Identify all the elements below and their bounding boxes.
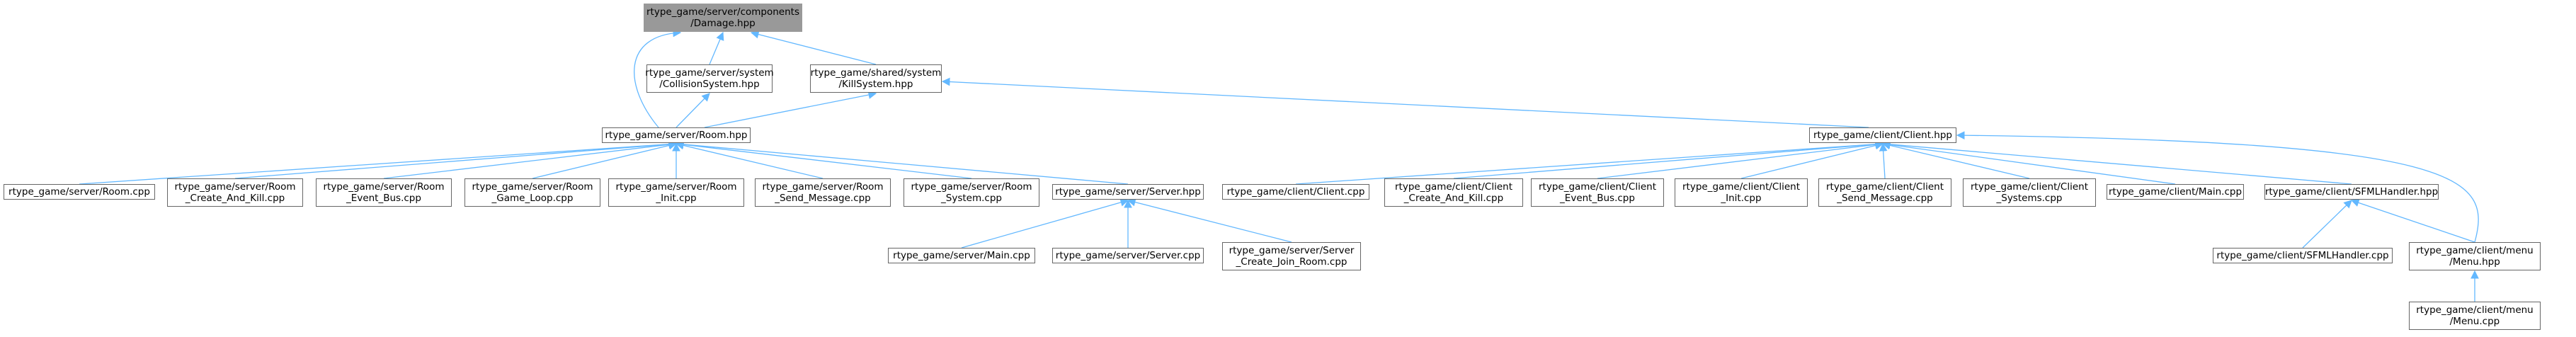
node-sfml-handler-cpp[interactable]: rtype_game/client/SFMLHandler.cpp: [2213, 248, 2393, 263]
node-collision-system-hpp[interactable]: rtype_game/server/system /CollisionSyste…: [645, 64, 774, 93]
node-server-hpp[interactable]: rtype_game/server/Server.hpp: [1052, 184, 1204, 200]
edge-room-to-kill: [704, 91, 877, 128]
node-room-send-message-cpp[interactable]: rtype_game/server/Room _Send_Message.cpp: [755, 178, 891, 207]
node-client-event-bus-cpp[interactable]: rtype_game/client/Client _Event_Bus.cpp: [1531, 178, 1664, 207]
edge-server_join-to-server: [1127, 198, 1292, 243]
node-client-create-and-kill-cpp[interactable]: rtype_game/client/Client _Create_And_Kil…: [1384, 178, 1523, 207]
edge-menu-to-sfml: [2350, 198, 2475, 243]
edge-client_event-to-client: [1597, 140, 1884, 179]
node-room-system-cpp[interactable]: rtype_game/server/Room _System.cpp: [904, 178, 1039, 207]
node-kill-system-hpp[interactable]: rtype_game/shared/system /KillSystem.hpp: [810, 64, 942, 93]
node-sfml-handler-hpp[interactable]: rtype_game/client/SFMLHandler.hpp: [2264, 184, 2439, 200]
edge-client_systems-to-client: [1881, 141, 2030, 179]
edge-room_cpp-to-room: [79, 139, 678, 185]
edge-room_loop-to-room: [532, 141, 678, 179]
edge-room-to-damage: [634, 28, 682, 128]
edge-room_create-to-room: [234, 139, 678, 179]
edge-room_system-to-room: [675, 140, 972, 179]
node-client-hpp[interactable]: rtype_game/client/Client.hpp: [1809, 127, 1956, 143]
edge-room_send-to-room: [675, 141, 823, 179]
edge-server_main-to-server: [961, 198, 1129, 249]
node-room-create-and-kill-cpp[interactable]: rtype_game/server/Room _Create_And_Kill.…: [167, 178, 303, 207]
edge-client_init-to-client: [1740, 141, 1884, 179]
node-client-systems-cpp[interactable]: rtype_game/client/Client _Systems.cpp: [1963, 178, 2096, 207]
node-server-main-cpp[interactable]: rtype_game/server/Main.cpp: [888, 248, 1035, 263]
edge-kill-to-damage: [750, 30, 877, 65]
edge-client-to-kill: [941, 77, 1869, 128]
edge-room-to-collision: [676, 93, 710, 128]
edge-room_event-to-room: [383, 140, 678, 179]
edge-sfml_cpp-to-sfml: [2302, 200, 2352, 249]
edge-client_create-to-client: [1453, 140, 1884, 179]
node-client-cpp[interactable]: rtype_game/client/Client.cpp: [1222, 184, 1369, 200]
node-room-game-loop-cpp[interactable]: rtype_game/server/Room _Game_Loop.cpp: [465, 178, 600, 207]
edge-collision-to-damage: [709, 31, 724, 65]
edges: [79, 28, 2479, 302]
edge-client_send-to-client: [1879, 142, 1888, 179]
node-damage-hpp: rtype_game/server/components /Damage.hpp: [644, 4, 802, 32]
edge-sfml-to-client: [1881, 140, 2352, 185]
edge-menu-to-client: [1956, 131, 2479, 243]
node-client-init-cpp[interactable]: rtype_game/client/Client _Init.cpp: [1675, 178, 1808, 207]
node-menu-cpp[interactable]: rtype_game/client/menu /Menu.cpp: [2409, 302, 2541, 330]
node-room-init-cpp[interactable]: rtype_game/server/Room _Init.cpp: [608, 178, 744, 207]
node-menu-hpp[interactable]: rtype_game/client/menu /Menu.hpp: [2409, 242, 2541, 270]
edge-client_cpp-to-client: [1295, 139, 1884, 185]
edge-client_main-to-client: [1881, 140, 2176, 185]
node-room-hpp[interactable]: rtype_game/server/Room.hpp: [602, 127, 751, 143]
node-room-cpp[interactable]: rtype_game/server/Room.cpp: [4, 184, 155, 200]
node-client-main-cpp[interactable]: rtype_game/client/Main.cpp: [2107, 184, 2244, 200]
node-client-send-message-cpp[interactable]: rtype_game/client/Client _Send_Message.c…: [1818, 178, 1951, 207]
node-room-event-bus-cpp[interactable]: rtype_game/server/Room _Event_Bus.cpp: [316, 178, 452, 207]
node-server-create-join-room-cpp[interactable]: rtype_game/server/Server _Create_Join_Ro…: [1222, 242, 1361, 270]
node-server-cpp[interactable]: rtype_game/server/Server.cpp: [1052, 248, 1204, 263]
edge-server-to-room: [675, 140, 1129, 185]
